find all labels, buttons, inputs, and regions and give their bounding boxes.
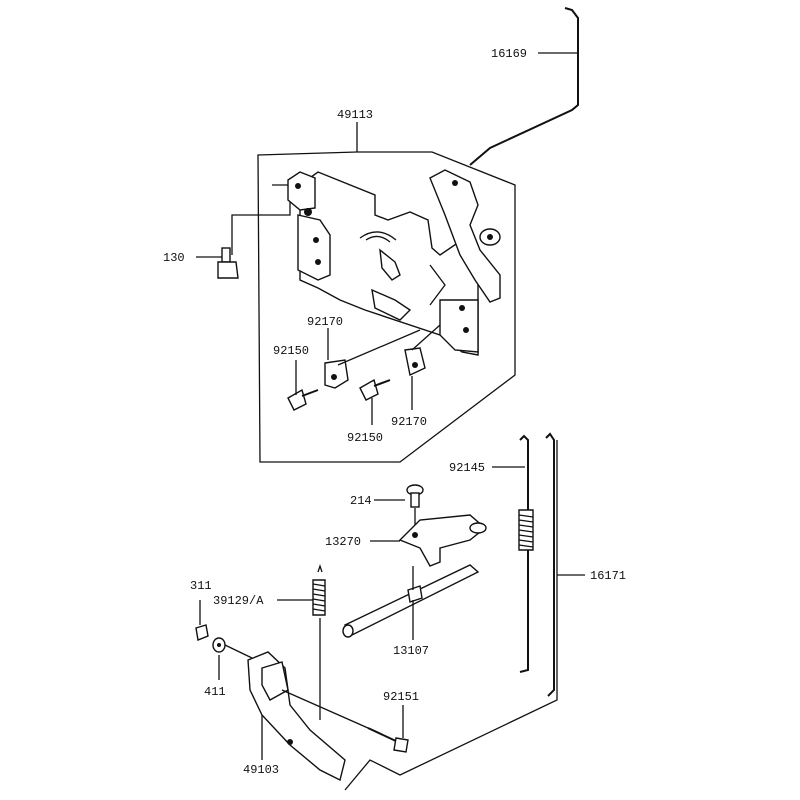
lever-49103 — [247, 651, 346, 782]
bolt-92151 — [281, 689, 409, 753]
callout-92150-left: 92150 — [273, 344, 309, 358]
callout-311: 311 — [190, 579, 212, 593]
rod-16171 — [545, 432, 555, 697]
spring-39129 — [312, 563, 326, 720]
screw-214 — [406, 484, 424, 525]
callout-16169: 16169 — [491, 47, 527, 61]
callout-13107: 13107 — [393, 644, 429, 658]
callout-39129: 39129/A — [213, 594, 264, 608]
callout-411: 411 — [204, 685, 226, 699]
clamp-92170-right — [404, 324, 441, 410]
washer-411 — [212, 637, 253, 680]
callout-49113: 49113 — [337, 108, 373, 122]
clamp-92170-left — [324, 329, 421, 389]
callout-49103: 49103 — [243, 763, 279, 777]
nut-311 — [195, 600, 209, 641]
screw-92150-left — [287, 360, 319, 411]
control-plate — [287, 171, 479, 356]
assembly-outline-upper — [257, 151, 516, 463]
callout-92145: 92145 — [449, 461, 485, 475]
callout-130: 130 — [163, 251, 185, 265]
shaft-13107 — [342, 564, 480, 640]
screw-92150-right — [359, 378, 391, 425]
callout-92150-right: 92150 — [347, 431, 383, 445]
callout-92170-right: 92170 — [391, 415, 427, 429]
rod-92145 — [518, 434, 534, 673]
callout-13270: 13270 — [325, 535, 361, 549]
callout-214: 214 — [350, 494, 372, 508]
governor-lever — [429, 169, 501, 303]
callout-16171: 16171 — [590, 569, 626, 583]
rod-16169 — [469, 7, 579, 166]
plate-13270 — [398, 514, 487, 567]
rod-16171-bracket — [344, 440, 558, 791]
assembly-frame-inner — [231, 184, 291, 255]
callout-92170-left: 92170 — [307, 315, 343, 329]
bolt-130 — [196, 247, 239, 279]
callout-92151: 92151 — [383, 690, 419, 704]
